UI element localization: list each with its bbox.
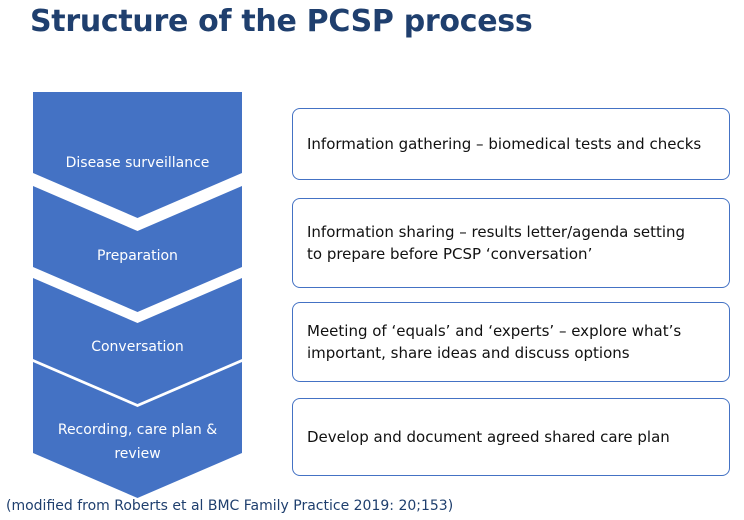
step-1-description-box: Information gathering – biomedical tests… (292, 108, 730, 180)
step-3-description-box: Meeting of ‘equals’ and ‘experts’ – expl… (292, 302, 730, 382)
step-1-description: Information gathering – biomedical tests… (307, 135, 702, 153)
chevron-step-1 (33, 92, 242, 218)
step-2-description-box: Information sharing – results letter/age… (292, 198, 730, 288)
step-3-description: Meeting of ‘equals’ and ‘experts’ – expl… (307, 322, 682, 362)
step-4-description: Develop and document agreed shared care … (307, 428, 670, 446)
step-3-label: Conversation (91, 339, 184, 355)
chevron-step-2 (33, 186, 242, 312)
step-4-label: Recording, care plan & review (57, 422, 218, 462)
step-2-description: Information sharing – results letter/age… (307, 223, 686, 263)
step-4-description-box: Develop and document agreed shared care … (292, 398, 730, 476)
step-1-label: Disease surveillance (65, 155, 210, 171)
chevron-step-4 (33, 362, 242, 498)
page-title: Structure of the PCSP process (30, 4, 533, 39)
source-footnote: (modified from Roberts et al BMC Family … (6, 498, 454, 514)
step-2-label: Preparation (97, 248, 178, 264)
chevron-step-3 (33, 278, 242, 404)
